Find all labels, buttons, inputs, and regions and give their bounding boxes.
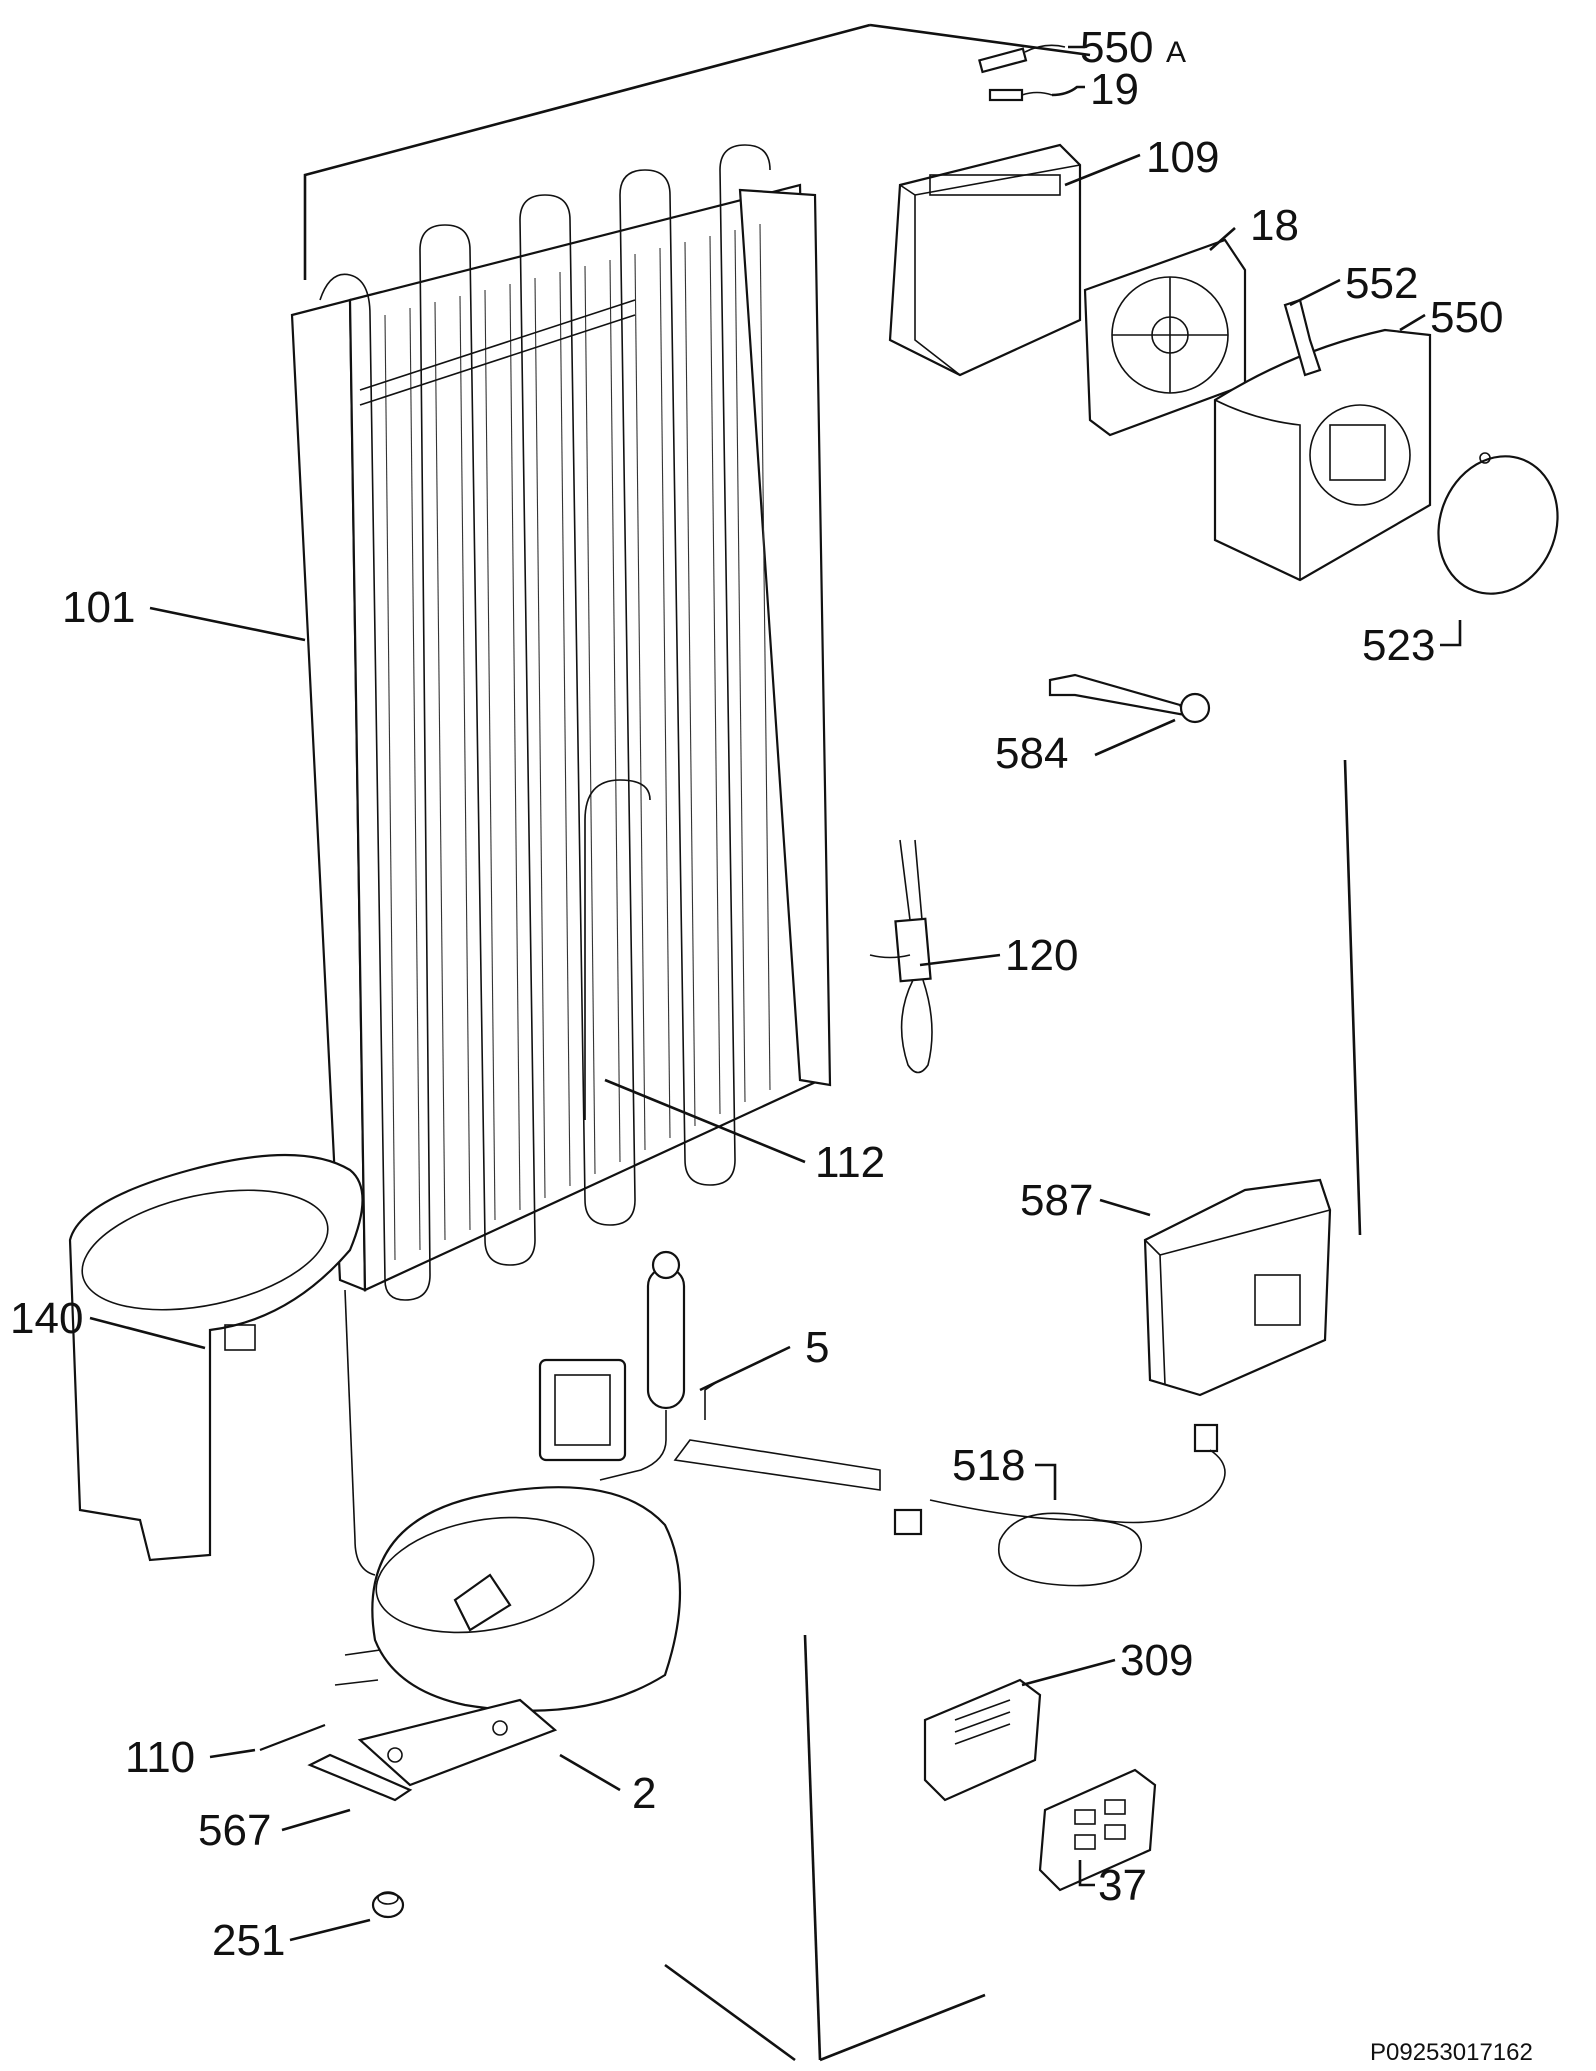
ntc-probe-icon xyxy=(869,839,933,1074)
starter-icon xyxy=(1038,1768,1157,1892)
callout-584: 584 xyxy=(995,729,1068,778)
drawing-code: P09253017162 xyxy=(1370,2039,1533,2066)
relay-icon xyxy=(923,1678,1042,1802)
ntc-probe-icon xyxy=(1048,673,1211,724)
callout-550A-suffix: A xyxy=(1166,36,1186,69)
callout-251: 251 xyxy=(212,1916,285,1965)
callout-109: 109 xyxy=(1146,133,1219,182)
grommet-icon xyxy=(371,1891,405,1919)
callout-552: 552 xyxy=(1345,259,1418,308)
electronic-box-icon xyxy=(1143,1178,1332,1397)
solenoid-valve-icon xyxy=(538,1250,881,1491)
cable-icon xyxy=(893,1423,1226,1587)
tube-icon xyxy=(259,1723,326,1752)
callout-550: 550 xyxy=(1430,293,1503,342)
callout-18: 18 xyxy=(1250,201,1299,250)
callout-120: 120 xyxy=(1005,931,1078,980)
callout-140: 140 xyxy=(10,1294,83,1343)
callout-19: 19 xyxy=(1090,65,1139,114)
callout-518: 518 xyxy=(952,1441,1025,1490)
callout-37: 37 xyxy=(1098,1861,1147,1910)
cabinet-outline xyxy=(303,23,1362,2062)
callout-5: 5 xyxy=(805,1323,829,1372)
callout-309: 309 xyxy=(1120,1636,1193,1685)
plate-icon xyxy=(307,1753,413,1802)
callout-112: 112 xyxy=(815,1138,885,1187)
leader-lines xyxy=(89,45,1462,1942)
callout-labels: 550 A 19 109 18 552 550 523 101 584 120 … xyxy=(10,23,1503,1965)
fan-housing-icon xyxy=(888,143,1082,377)
fan-lid-icon xyxy=(1437,452,1559,595)
callout-523: 523 xyxy=(1362,621,1435,670)
compressor-icon xyxy=(334,1486,682,1787)
fan-icon xyxy=(1083,238,1247,437)
callout-587: 587 xyxy=(1020,1176,1093,1225)
callout-2: 2 xyxy=(632,1769,656,1818)
callout-567: 567 xyxy=(198,1806,271,1855)
callout-110: 110 xyxy=(125,1733,195,1782)
drip-tray-icon xyxy=(68,1153,364,1562)
fan-cover-icon xyxy=(1213,328,1432,582)
callout-101: 101 xyxy=(62,583,135,632)
condenser-icon xyxy=(290,144,832,1576)
sensor-icon xyxy=(978,44,1066,102)
callout-550A-number: 550 xyxy=(1080,23,1153,72)
